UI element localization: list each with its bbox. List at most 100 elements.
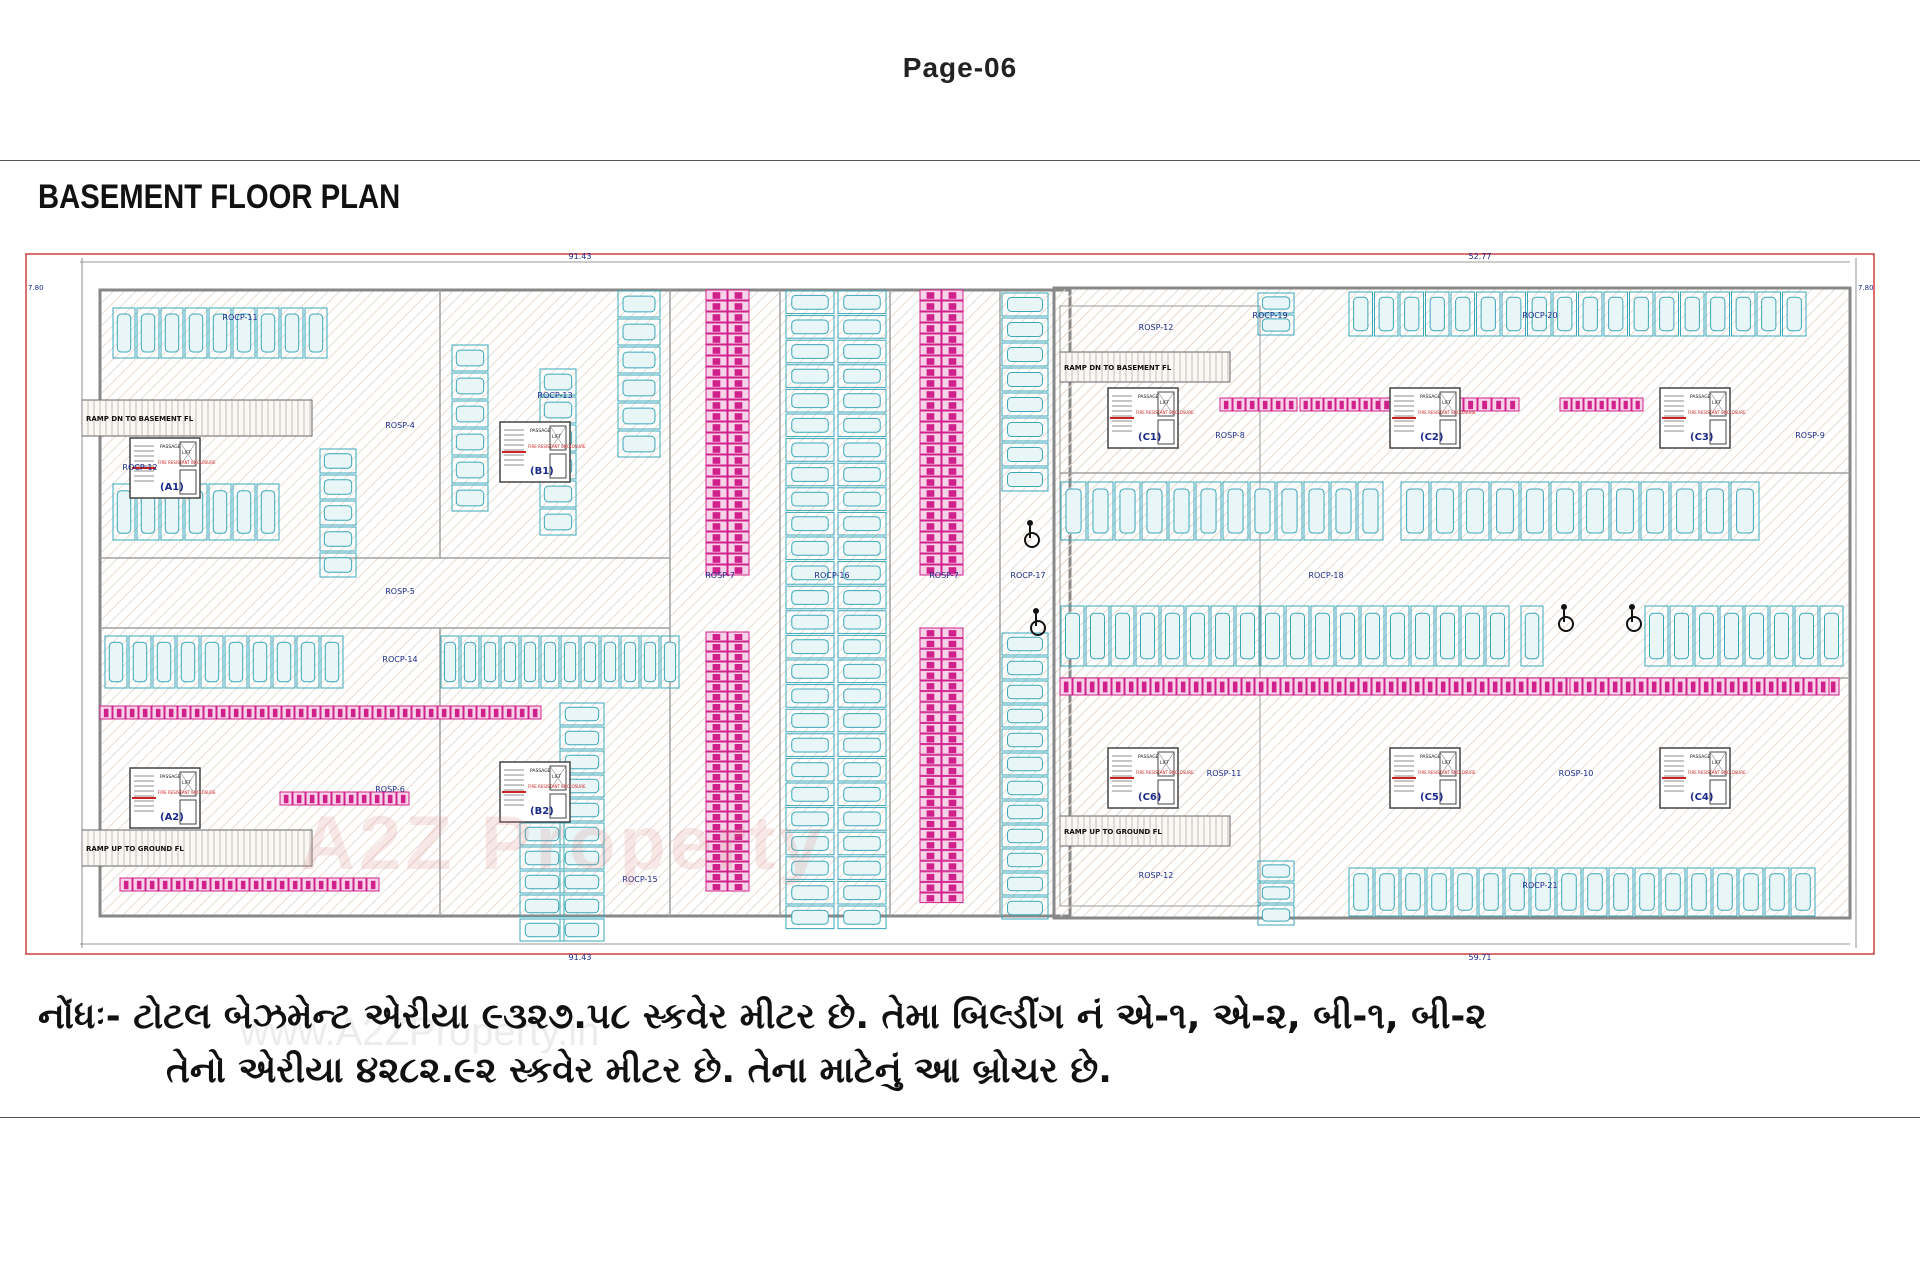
zone-label-rosp10: ROSP-10 [1559,769,1594,778]
car-parking-stalls [104,290,1844,942]
dimension-lines [80,258,1857,948]
car-stall [1450,291,1475,337]
car-stall [1670,481,1700,541]
car-stall [160,483,184,541]
core-passage-label: PASSAGE [1690,754,1711,760]
car-stall [837,290,887,315]
car-stall [1060,605,1085,667]
car-stall [837,413,887,438]
car-stall [1160,605,1185,667]
car-stall [1476,291,1501,337]
two-wheeler-stall [164,705,178,720]
two-wheeler-stall [919,498,942,510]
two-wheeler-stall [705,454,728,466]
two-wheeler-stall [1571,397,1584,412]
two-wheeler-stall [727,498,750,510]
car-stall [224,635,248,689]
two-wheeler-stall [1085,677,1099,696]
car-stall [1530,867,1556,917]
car-stall [1195,481,1222,541]
car-stall [1490,481,1520,541]
two-wheeler-stall [727,421,750,433]
car-stall [837,462,887,487]
two-wheeler-stall [941,638,964,649]
car-stall [837,757,887,782]
two-wheeler-stall [288,877,302,892]
car-stall [837,585,887,610]
two-wheeler-stall [941,871,964,882]
car-stall [1700,481,1730,541]
car-stall [1330,481,1357,541]
car-stall [256,307,280,359]
two-wheeler-stall [1712,677,1726,696]
car-stall [837,684,887,708]
core-fire-label: FIRE RESISTANT ENCLOSURE [1688,770,1746,775]
car-stall [451,484,489,512]
two-wheeler-stall [727,443,750,455]
core-lift-label: LIFT [552,774,561,780]
core-fire-label: FIRE RESISTANT ENCLOSURE [1136,410,1194,415]
two-wheeler-stall [705,432,728,444]
car-stall [1603,291,1628,337]
two-wheeler-stall [941,860,964,872]
two-wheeler-stall [1384,677,1398,696]
two-wheeler-stall [941,520,964,532]
two-wheeler-stall [275,877,289,892]
two-wheeler-stall [705,322,728,334]
car-stall [176,635,200,689]
two-wheeler-stall [941,410,964,422]
car-stall [1782,291,1807,337]
two-wheeler-stall [1410,677,1424,696]
plan-title: BASEMENT FLOOR PLAN [38,178,401,216]
two-wheeler-stall [705,881,728,892]
car-stall [837,511,887,536]
two-wheeler-stall [1462,677,1476,696]
two-wheeler-stall [1072,677,1086,696]
car-stall [837,905,887,930]
ramp-label: RAMP DN TO BASEMENT FL [1064,364,1172,372]
two-wheeler-stall [705,289,728,301]
car-stall [1556,867,1582,917]
car-stall [837,856,887,880]
car-stall [785,659,835,684]
car-stall [560,635,580,689]
two-wheeler-stall [941,498,964,510]
two-wheeler-stall [705,671,728,682]
car-stall [1504,867,1530,917]
two-wheeler-stall [919,680,942,692]
two-wheeler-stall [1475,677,1489,696]
car-stall [600,635,620,689]
two-wheeler-stall [515,705,529,720]
car-stall [837,438,887,462]
car-stall [837,536,887,561]
two-wheeler-stall [340,877,354,892]
two-wheeler-stall [1790,677,1804,696]
car-stall [1185,605,1210,667]
two-wheeler-stall [1608,677,1622,696]
car-stall [1001,776,1049,800]
two-wheeler-stall [941,701,964,713]
two-wheeler-stall [1583,397,1596,412]
two-wheeler-stall [919,465,942,477]
car-stall [200,635,224,689]
two-wheeler-stall [1764,677,1778,696]
two-wheeler-stall [705,476,728,488]
two-wheeler-stall [941,691,964,702]
basement-floor-plan: 91.43 52.77 91.43 59.71 7.80 7.80 RAMP D… [20,248,1880,964]
car-stall [1819,605,1844,667]
car-stall [785,733,835,757]
two-wheeler-stall [705,721,728,732]
core-passage-label: PASSAGE [1420,394,1441,400]
two-wheeler-stall [727,651,750,662]
two-wheeler-stall [705,861,728,872]
two-wheeler-stall [941,828,964,840]
car-stall [451,344,489,372]
car-stall [1399,291,1424,337]
two-wheeler-stall [727,781,750,792]
two-wheeler-stall [450,705,464,720]
car-stall [1235,605,1260,667]
two-wheeler-stall [1501,677,1515,696]
two-wheeler-stall [112,705,126,720]
